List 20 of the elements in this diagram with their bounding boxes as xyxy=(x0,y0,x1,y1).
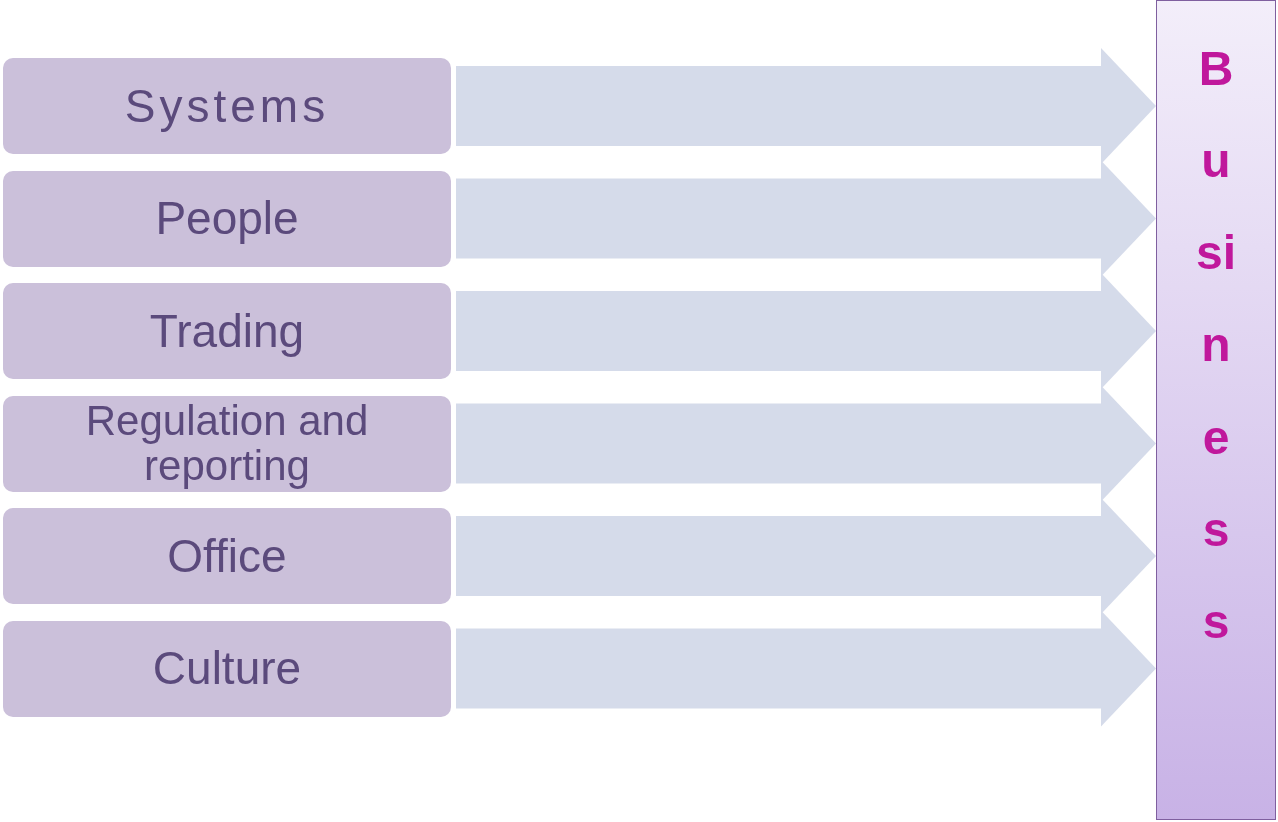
box-label: People xyxy=(155,194,299,243)
block-arrow xyxy=(456,160,1156,277)
category-box xyxy=(3,508,451,604)
category-box xyxy=(3,283,451,379)
block-arrow xyxy=(456,273,1156,389)
box-label: Systems xyxy=(124,81,330,131)
box-label: Regulation and reporting xyxy=(84,399,370,488)
vertical-banner xyxy=(1156,0,1276,820)
category-box xyxy=(3,395,451,492)
box-label: Trading xyxy=(149,306,305,356)
box-label: Office xyxy=(167,531,287,581)
box-label: Culture xyxy=(152,644,302,693)
block-arrow xyxy=(456,498,1156,614)
block-arrow xyxy=(456,385,1156,502)
block-arrow xyxy=(456,48,1156,164)
block-arrow xyxy=(456,610,1156,727)
vertical-title: Business xyxy=(1195,41,1237,650)
category-box xyxy=(3,620,451,717)
category-box xyxy=(3,58,451,154)
category-box xyxy=(3,170,451,267)
